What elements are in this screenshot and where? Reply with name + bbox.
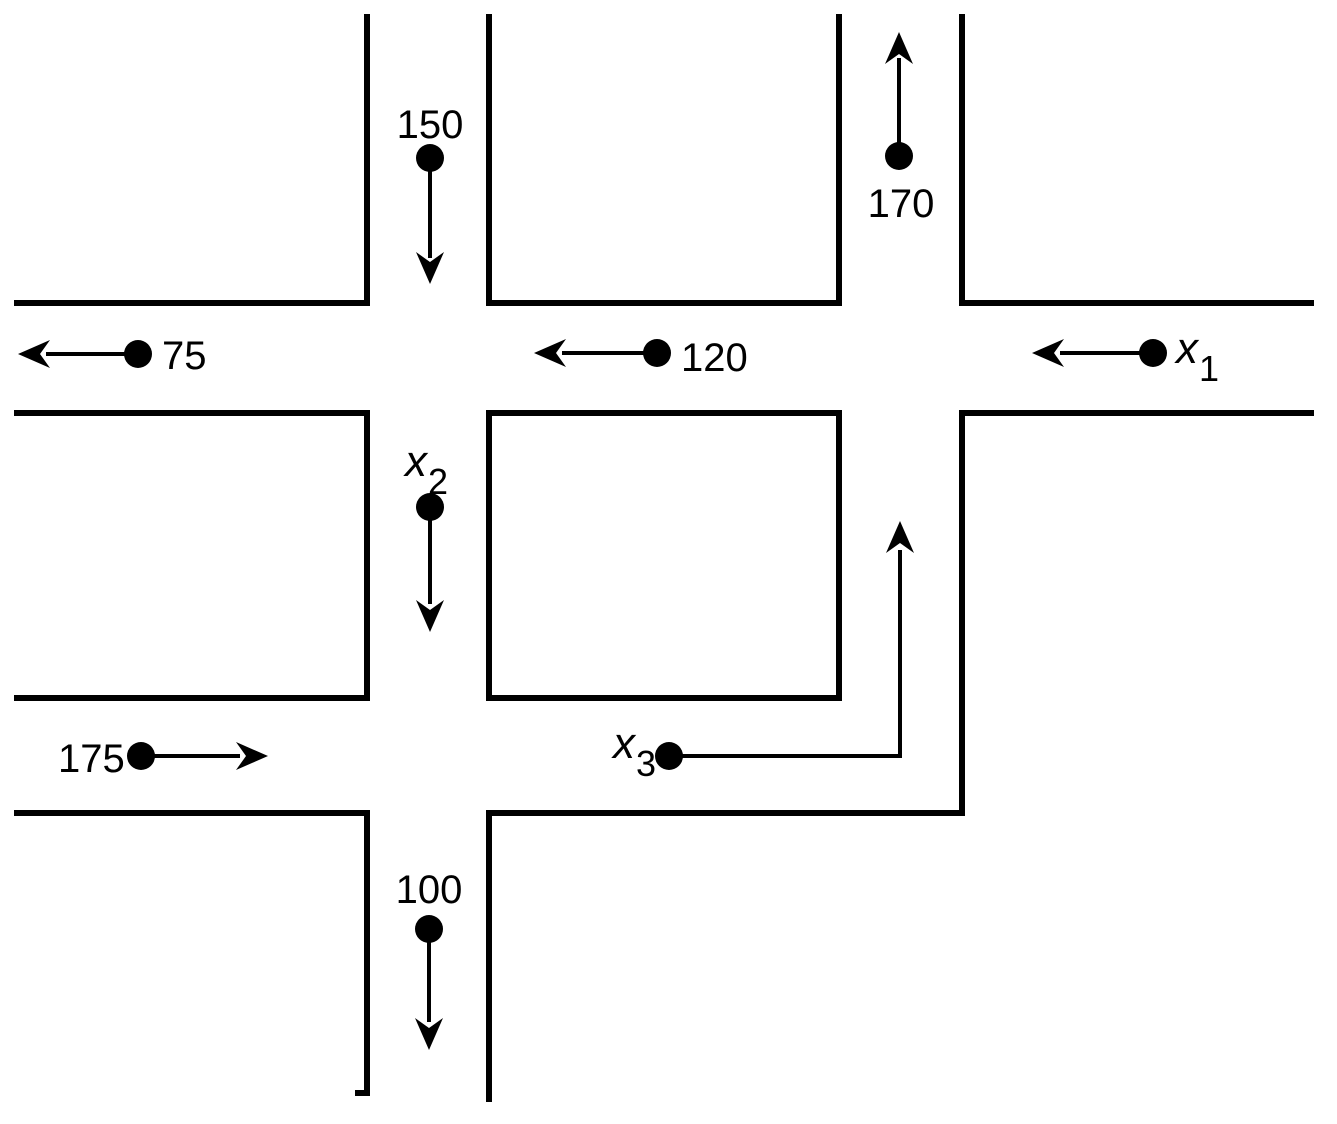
- flow-x1-arrowhead-left-icon: [1032, 339, 1064, 367]
- flow-arrow-170: [885, 32, 913, 170]
- flow-170-node-dot: [885, 142, 913, 170]
- flow-label-100: 100: [395, 868, 463, 912]
- flow-x3-arrow-shaft-bent: [669, 550, 902, 758]
- flow-100-arrowhead-down-icon: [415, 1018, 443, 1050]
- x1-variable: x: [1176, 324, 1198, 373]
- flow-label-120: 120: [681, 336, 748, 380]
- road-edge-middle-center-block: [486, 410, 842, 701]
- flow-x2-node-dot: [416, 493, 444, 521]
- x2-variable: x: [405, 437, 427, 486]
- flow-150-node-dot: [416, 144, 444, 172]
- road-edge-right-corridor: [486, 410, 1314, 1102]
- flow-arrow-100: [415, 915, 443, 1050]
- flow-label-x2: x2: [405, 437, 448, 500]
- flow-arrow-x1: [1032, 339, 1167, 367]
- flow-100-node-dot: [415, 915, 443, 943]
- flow-label-x3: x3: [613, 719, 656, 782]
- flow-arrow-75: [18, 340, 152, 368]
- road-edge-top-right-block: [959, 14, 1314, 306]
- flow-arrow-150: [416, 144, 444, 284]
- flow-label-75: 75: [162, 334, 207, 378]
- flow-arrow-120: [534, 339, 671, 367]
- road-edge-top-left-block: [14, 14, 370, 306]
- flow-120-arrowhead-left-icon: [534, 339, 566, 367]
- flow-x3-arrowhead-up-icon: [886, 521, 914, 553]
- x3-subscript: 3: [636, 743, 657, 784]
- flow-label-150: 150: [396, 103, 464, 147]
- x2-subscript: 2: [428, 461, 449, 502]
- flow-150-arrowhead-down-icon: [416, 252, 444, 284]
- flow-arrow-175: [127, 742, 268, 770]
- flow-label-x1: x1: [1176, 324, 1219, 387]
- flow-170-arrowhead-up-icon: [885, 32, 913, 64]
- flow-175-arrowhead-right-icon: [236, 742, 268, 770]
- x3-variable: x: [613, 719, 635, 768]
- road-edge-bottom-left-block: [14, 810, 370, 1096]
- x1-subscript: 1: [1199, 348, 1220, 389]
- flow-label-170: 170: [867, 182, 935, 226]
- road-edge-middle-left-block: [14, 410, 370, 701]
- flow-arrow-x2: [416, 493, 444, 632]
- flow-label-175: 175: [58, 737, 125, 781]
- flow-75-arrowhead-left-icon: [18, 340, 50, 368]
- flow-arrow-x3: [655, 521, 914, 770]
- flow-x2-arrowhead-down-icon: [416, 600, 444, 632]
- road-edge-top-middle-block: [486, 14, 842, 306]
